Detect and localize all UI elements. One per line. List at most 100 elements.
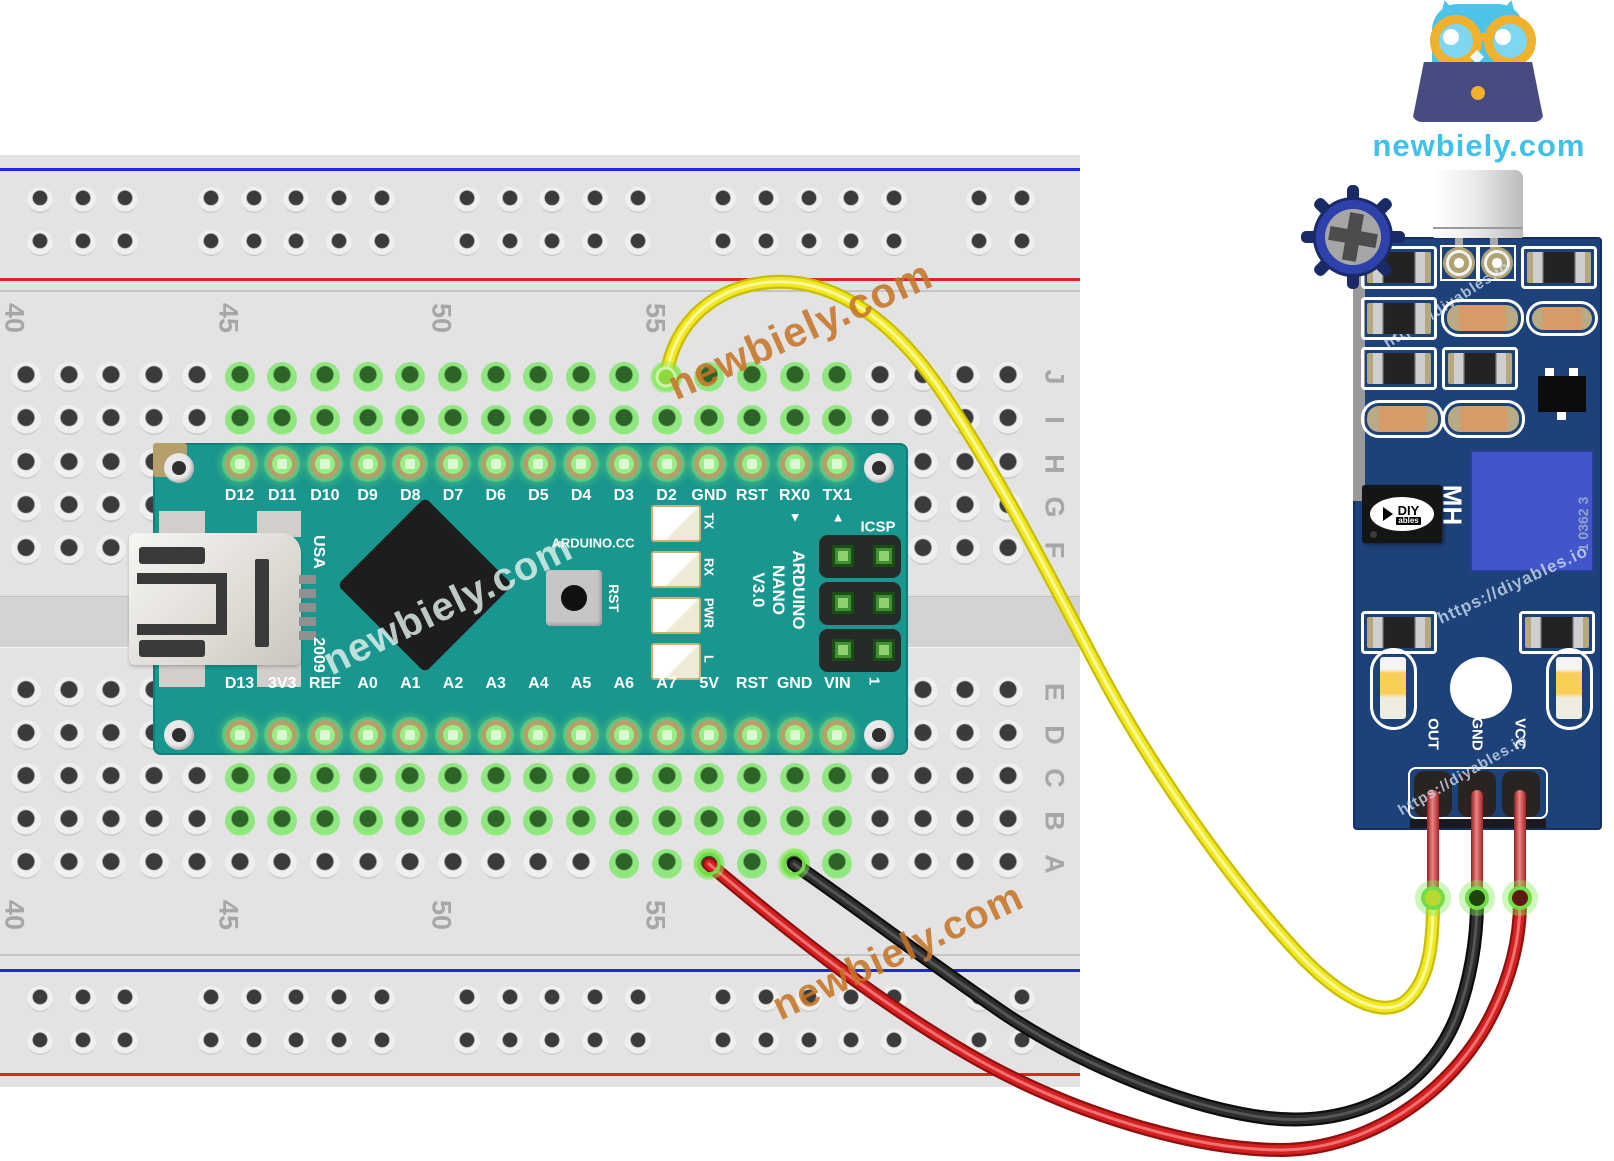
breadboard-hole: [224, 405, 255, 435]
breadboard-hole: [907, 492, 938, 522]
usb-detail: [255, 559, 269, 647]
breadboard-hole: [139, 362, 170, 392]
nano-pin-label: D10: [310, 487, 340, 504]
breadboard-hole: [352, 763, 383, 793]
breadboard-rail-hole: [325, 1029, 352, 1055]
breadboard-hole: [438, 362, 468, 392]
breadboard-hole: [566, 763, 597, 793]
row-letter: J: [1039, 369, 1070, 385]
smd-resistor-body: [1367, 353, 1431, 384]
breadboard-hole: [993, 535, 1024, 565]
breadboard-hole: [993, 449, 1024, 479]
breadboard-hole: [11, 677, 41, 707]
row-letter: I: [1039, 416, 1070, 424]
breadboard-rail-hole: [496, 230, 523, 256]
breadboard-hole: [694, 806, 725, 836]
nano-pin-label: D11: [267, 487, 297, 504]
breadboard-hole: [53, 492, 84, 522]
nano-pin: [352, 720, 383, 750]
breadboard-hole: [11, 535, 41, 565]
icsp-pin: [832, 545, 854, 567]
breadboard-hole: [309, 806, 340, 836]
breadboard-hole: [651, 849, 682, 879]
chip-logo: DIY ables: [1370, 497, 1434, 531]
breadboard-hole: [651, 763, 682, 793]
microphone-seam: [1433, 227, 1523, 229]
nano-pin: [523, 449, 554, 479]
breadboard-hole: [267, 763, 298, 793]
ic-chip: DIY ables: [1362, 485, 1442, 543]
breadboard-hole: [480, 849, 511, 879]
breadboard-rail-hole: [197, 1029, 224, 1055]
breadboard-hole: [309, 405, 340, 435]
usb-tab: [159, 661, 205, 687]
rail-line-red: [0, 278, 1080, 281]
mic-pad: [1481, 247, 1513, 279]
breadboard-rail-hole: [368, 187, 395, 213]
row-letter: E: [1039, 682, 1070, 702]
nano-pin: [566, 449, 597, 479]
nano-pin-label: A4: [528, 675, 549, 692]
breadboard-rail-hole: [69, 230, 96, 256]
breadboard-hole: [950, 405, 981, 435]
usb-detail: [137, 573, 227, 635]
breadboard-hole: [907, 806, 938, 836]
breadboard-rail-hole: [197, 986, 224, 1012]
icsp-pin: [873, 545, 895, 567]
breadboard-rail-hole: [624, 986, 651, 1012]
arduino-nano-board: USA 2009 ARDUINO.CC RST TX RX PWR L ARDU…: [129, 443, 908, 755]
breadboard-hole: [96, 405, 127, 435]
nano-pin: [694, 449, 725, 479]
column-number: 40: [0, 302, 30, 334]
breadboard-rail-hole: [539, 986, 566, 1012]
nano-pin-label: D4: [570, 487, 592, 504]
breadboard-hole: [96, 362, 127, 392]
breadboard-hole: [395, 806, 426, 836]
breadboard-rail-hole: [454, 187, 480, 213]
nano-pin: [566, 720, 597, 750]
breadboard-hole: [395, 405, 426, 435]
breadboard-hole: [907, 535, 938, 565]
breadboard-rail-hole: [283, 1029, 310, 1055]
breadboard-rail-hole: [881, 230, 907, 256]
breadboard-rail-hole: [539, 1029, 566, 1055]
sound-sensor-module: DIY ables MH 1 0362 3 OUT GND VCC https:…: [1301, 170, 1602, 898]
nano-pin-label: D7: [442, 487, 464, 504]
nano-pin: [309, 720, 340, 750]
nano-pin-label: RST: [735, 675, 768, 692]
breadboard-hole: [950, 362, 981, 392]
column-number: 45: [213, 899, 243, 931]
chip-logo-mark-icon: [1383, 507, 1394, 521]
breadboard-hole: [53, 849, 84, 879]
breadboard-hole: [993, 806, 1024, 836]
breadboard-hole: [480, 362, 511, 392]
breadboard-rail-hole: [881, 1029, 907, 1055]
breadboard-hole: [523, 806, 554, 836]
breadboard-hole: [352, 362, 383, 392]
breadboard-rail-hole: [795, 187, 822, 213]
breadboard-rail-hole: [240, 986, 267, 1012]
breadboard-rail-hole: [112, 986, 139, 1012]
breadboard-hole: [139, 763, 170, 793]
nano-pin: [267, 449, 298, 479]
breadboard-hole: [438, 849, 468, 879]
smd-capacitor-body: [1447, 305, 1518, 331]
breadboard-hole: [779, 806, 810, 836]
breadboard-hole: [608, 849, 639, 879]
row-letter: G: [1039, 496, 1070, 518]
breadboard-rail-hole: [27, 986, 53, 1012]
owl-eye-icon: [1443, 29, 1459, 45]
breadboard-rail-hole: [710, 986, 737, 1012]
nano-pin-label: RX0: [779, 487, 811, 504]
section-line: [0, 954, 1080, 956]
breadboard-hole: [309, 763, 340, 793]
microphone: [1433, 170, 1523, 238]
smd-resistor: [1442, 347, 1518, 390]
breadboard-hole: [181, 806, 212, 836]
breadboard-hole: [181, 763, 212, 793]
breadboard-rail-hole: [240, 187, 267, 213]
nano-pin: [736, 720, 767, 750]
mounting-hole: [864, 720, 894, 750]
nano-pin: [736, 449, 767, 479]
breadboard-hole: [11, 492, 41, 522]
